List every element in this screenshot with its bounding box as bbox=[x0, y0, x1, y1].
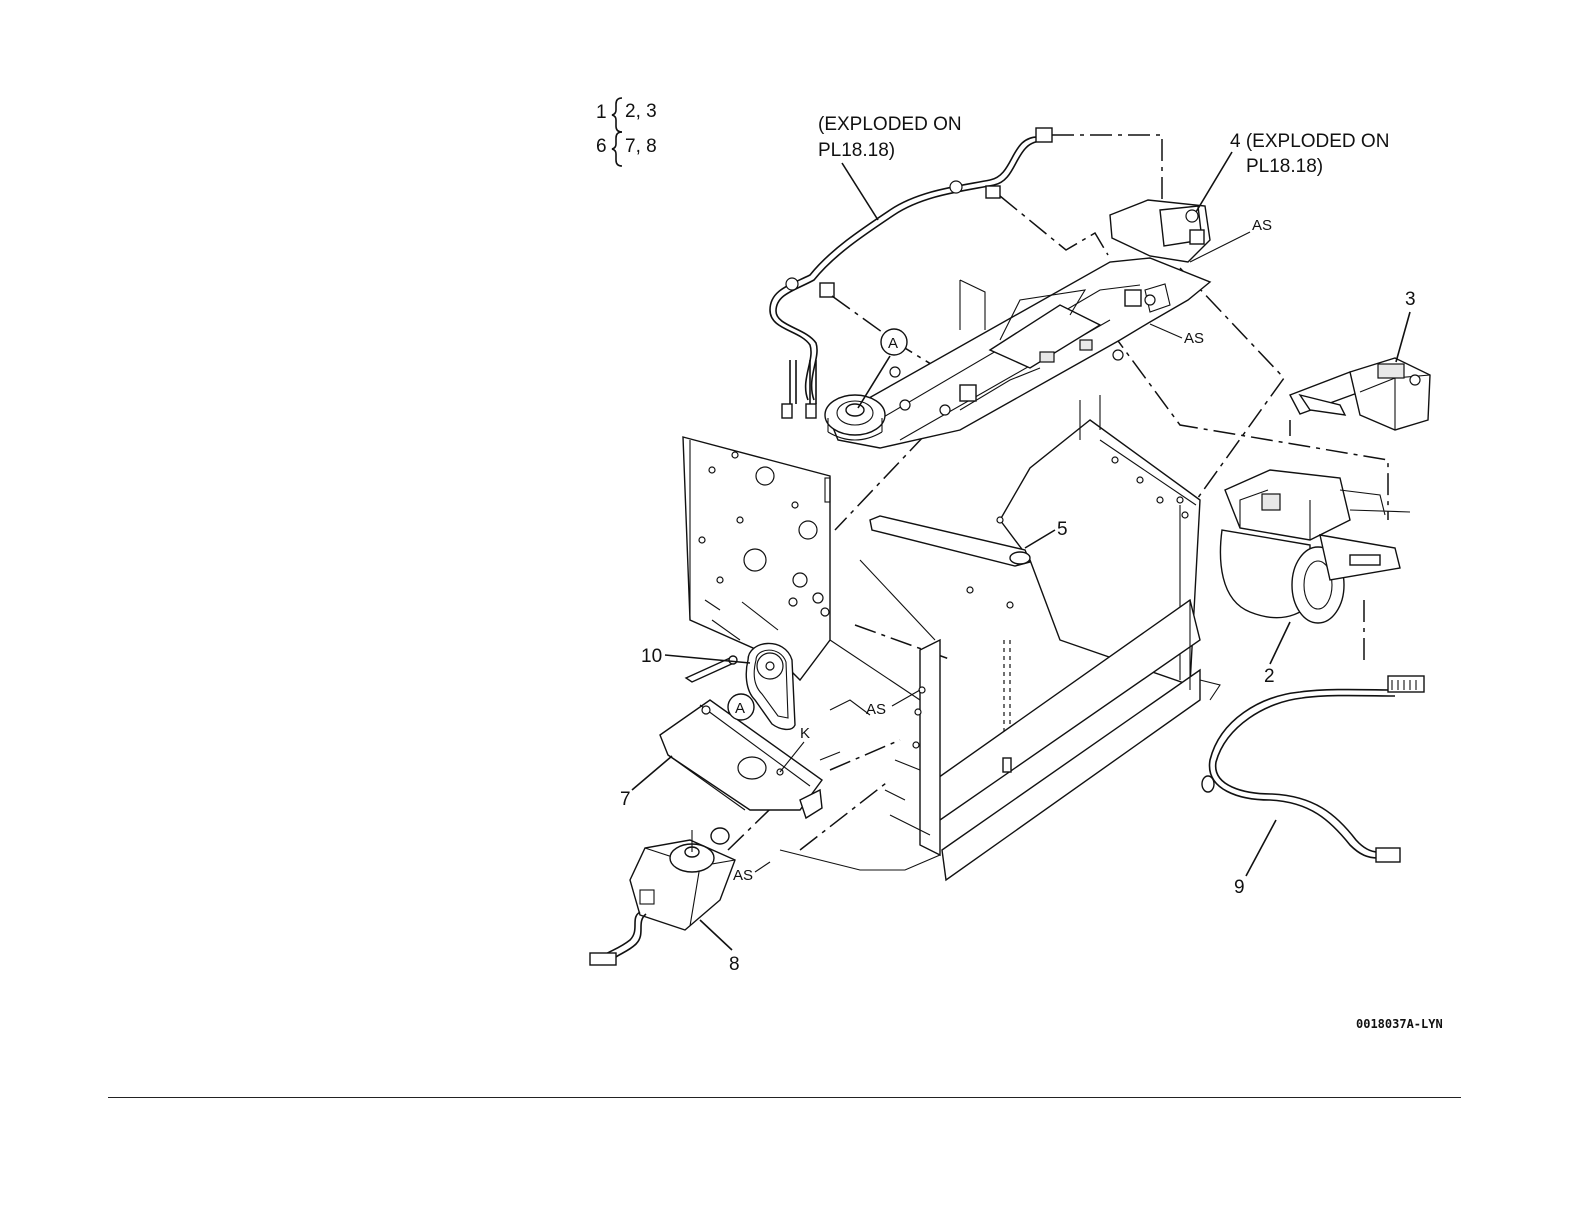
callout-item8: 8 bbox=[700, 920, 740, 975]
legend-parent-1: 1 bbox=[596, 102, 607, 123]
k-label-text: K bbox=[800, 725, 810, 742]
upper-rail-assembly bbox=[830, 200, 1210, 448]
parts-legend: 1 2, 3 6 7, 8 bbox=[596, 98, 657, 166]
legend-children-6: 7, 8 bbox=[625, 136, 657, 157]
harness-note-line2: PL18.18) bbox=[818, 140, 895, 161]
item-2-motor-housing bbox=[1220, 470, 1410, 623]
item-3-sensor-assembly bbox=[1290, 358, 1430, 430]
callout-item10-text: 10 bbox=[641, 646, 662, 667]
callout-item4-line1: 4 (EXPLODED ON bbox=[1230, 131, 1389, 152]
callout-item4-line2: PL18.18) bbox=[1246, 156, 1323, 177]
callout-as-mid-right: AS bbox=[1150, 324, 1204, 347]
motor-bracket-assembly bbox=[660, 700, 822, 844]
harness-note-line1: (EXPLODED ON bbox=[818, 114, 962, 135]
harness-callout: (EXPLODED ON PL18.18) bbox=[818, 114, 962, 220]
callout-item7: 7 bbox=[620, 756, 672, 810]
callout-item3-text: 3 bbox=[1405, 289, 1416, 310]
legend-parent-6: 6 bbox=[596, 136, 607, 157]
as-center-text: AS bbox=[866, 701, 886, 718]
as-top-right-text: AS bbox=[1252, 217, 1272, 234]
callout-item9-text: 9 bbox=[1234, 877, 1245, 898]
as-bottom-text: AS bbox=[733, 867, 753, 884]
drive-motor bbox=[590, 830, 735, 965]
footer-rule bbox=[108, 1097, 1461, 1098]
legend-brace-1 bbox=[612, 98, 622, 132]
callout-item9: 9 bbox=[1234, 820, 1276, 898]
callout-item5-text: 5 bbox=[1057, 519, 1068, 540]
callout-item2-text: 2 bbox=[1264, 666, 1275, 687]
callout-item8-text: 8 bbox=[729, 954, 740, 975]
circle-a-top-text: A bbox=[888, 335, 898, 352]
figure-code: 0018037A-LYN bbox=[1356, 1017, 1443, 1031]
callout-item7-text: 7 bbox=[620, 789, 631, 810]
circle-a-bottom-text: A bbox=[735, 700, 745, 717]
callout-item3: 3 bbox=[1396, 289, 1416, 362]
item-9-wire-harness bbox=[1202, 676, 1424, 862]
callout-item4: 4 (EXPLODED ON PL18.18) bbox=[1196, 131, 1389, 212]
callout-as-center: AS bbox=[866, 690, 920, 718]
legend-brace-6 bbox=[612, 132, 622, 166]
callout-as-bottom: AS bbox=[733, 862, 770, 884]
callout-item2: 2 bbox=[1264, 622, 1290, 687]
legend-children-1: 2, 3 bbox=[625, 101, 657, 122]
as-mid-right-text: AS bbox=[1184, 330, 1204, 347]
circle-a-bottom: A bbox=[728, 694, 754, 720]
